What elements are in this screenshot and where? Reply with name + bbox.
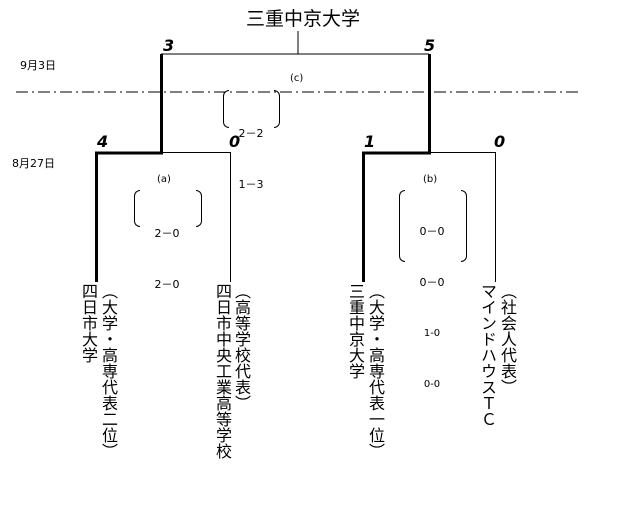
semi-b-result-leg-3: 1-0 (423, 328, 441, 339)
semi-a-bracket-right (196, 190, 202, 227)
semi-a-result-leg-1: 2－0 (154, 227, 180, 240)
final-date: 9月3日 (20, 59, 56, 72)
semi-a-match-label: (a) (157, 174, 171, 185)
final-right-score: 5 (424, 36, 436, 55)
semi-a-results: 2－0 2－0 (141, 191, 193, 310)
team-3-name: 三重中京大学 (346, 283, 365, 379)
final-result-leg-2: 1－3 (238, 178, 264, 191)
semi-a-result-leg-2: 2－0 (154, 278, 180, 291)
semi-b-result-leg-2: 0－0 (419, 276, 445, 289)
semi-b-result-leg-4: 0-0 (423, 379, 441, 390)
final-results: 2－2 1－3 (229, 91, 273, 210)
final-match-label: (c) (290, 73, 304, 84)
team-4-qualification: （社会人代表） (498, 283, 517, 395)
final-bracket-left (223, 90, 229, 128)
semi-b-right-score: 0 (494, 132, 506, 151)
final-result-leg-1: 2－2 (238, 127, 264, 140)
semi-a-left-score: 4 (97, 132, 109, 151)
semi-b-left-score: 1 (364, 132, 376, 151)
semi-b-bracket-left (399, 190, 405, 262)
team-2-qualification: （高等学校代表） (232, 283, 251, 411)
semi-a-bracket-left (134, 190, 140, 227)
semi-a-right-score: 0 (229, 132, 241, 151)
final-bracket-right (274, 90, 280, 128)
team-1-name: 四日市大学 (79, 283, 98, 363)
final-left-score: 3 (163, 36, 175, 55)
semifinal-date: 8月27日 (12, 157, 55, 170)
champion-name: 三重中京大学 (246, 8, 361, 30)
semi-b-match-label: (b) (423, 174, 438, 185)
team-2-name: 四日市中央工業高等学校 (213, 283, 232, 459)
semi-b-bracket-right (461, 190, 467, 262)
semi-b-results: 0－0 0－0 1-0 0-0 (406, 189, 458, 410)
team-3-qualification: （大学・高専代表一位） (366, 283, 385, 459)
team-1-qualification: （大学・高専代表二位） (99, 283, 118, 459)
semi-b-result-leg-1: 0－0 (419, 225, 445, 238)
team-4-name: マインドハウスＴＣ (478, 283, 497, 427)
